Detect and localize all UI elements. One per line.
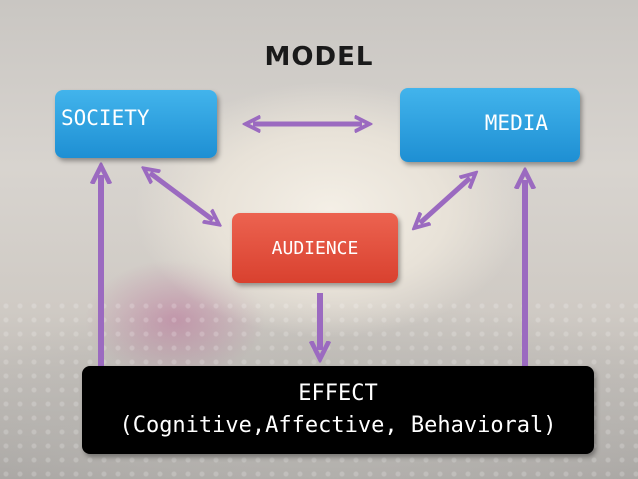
effect-subtitle: (Cognitive,Affective, Behavioral) xyxy=(119,413,557,438)
diagram-title: MODEL xyxy=(264,42,374,72)
effect-title: EFFECT xyxy=(298,381,378,406)
arrow-society-audience xyxy=(150,173,213,220)
audience-node: AUDIENCE xyxy=(232,213,398,283)
effect-node: EFFECT (Cognitive,Affective, Behavioral) xyxy=(82,366,594,454)
media-label: MEDIA xyxy=(484,111,548,135)
society-label: SOCIETY xyxy=(61,106,150,130)
arrow-media-audience xyxy=(420,178,470,223)
society-node: SOCIETY xyxy=(55,90,217,158)
media-node: MEDIA xyxy=(400,88,580,162)
audience-label: AUDIENCE xyxy=(271,237,359,259)
